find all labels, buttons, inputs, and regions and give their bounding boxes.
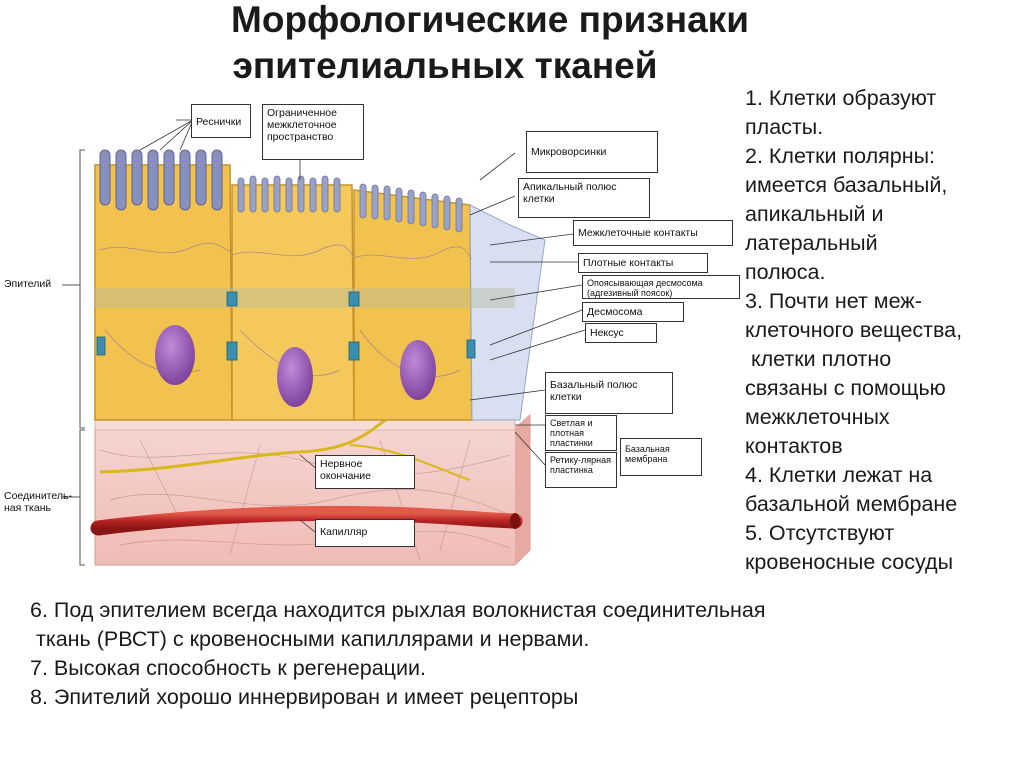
basement-membrane [94,419,516,431]
side-list-line: имеется базальный, [745,173,948,197]
side-list-line: базальной мембране [745,492,958,516]
label-belt-desmosome: Опоясывающая десмосома (адгезивный поясо… [582,275,740,299]
side-list-line: 5. Отсутствуют [745,521,895,545]
side-list-line: латеральный [745,231,878,255]
page-title: Морфологические признаки [231,0,749,40]
label-apical-pole: Апикальный полюс клетки [518,178,650,218]
microvilli [237,175,463,233]
cell-partial [469,204,546,421]
junctions [96,291,476,361]
side-list-line: межклеточных [745,405,890,429]
label-connective-tissue: Соединитель-ная ткань [0,488,72,522]
label-intercellular-contacts: Межклеточные контакты [573,220,733,246]
side-list-line: 3. Почти нет меж- [745,289,922,313]
side-list-line: клеточного вещества, [745,318,963,342]
label-cilia: Реснички [191,104,251,138]
brackets [62,149,85,566]
bottom-list: 6. Под эпителием всегда находится рыхлая… [30,596,1020,712]
cilia [99,149,223,211]
side-list-line: связаны с помощью [745,376,946,400]
nucleus-2 [277,347,313,407]
bottom-list-line: 6. Под эпителием всегда находится рыхлая… [30,598,766,622]
side-list: 1. Клетки образуют пласты. 2. Клетки пол… [745,84,1023,577]
label-basal-pole: Базальный полюс клетки [545,372,673,414]
bottom-list-line: 8. Эпителий хорошо иннервирован и имеет … [30,685,579,709]
connective-tissue [94,413,531,566]
connective-tissue-side [515,415,530,565]
side-list-line: контактов [745,434,843,458]
side-list-line: 4. Клетки лежат на [745,463,933,487]
label-desmosome: Десмосома [582,302,684,322]
label-lamina-lucida: Светлая и плотная пластинки [545,415,617,451]
side-list-line: клетки плотно [745,347,892,371]
label-capillary: Капилляр [315,519,415,547]
label-nexus: Нексус [585,323,657,343]
side-list-line: 1. Клетки образуют [745,86,937,110]
label-tight-junctions: Плотные контакты [578,253,708,273]
label-microvilli: Микроворсинки [526,131,658,173]
label-nerve-ending: Нервное окончание [315,455,415,489]
side-list-line: пласты. [745,115,824,139]
label-limited-space: Ограниченное межклеточное пространство [262,104,364,160]
bottom-list-line: ткань (РВСТ) с кровеносными капиллярами … [30,627,590,651]
leader-lines [139,119,586,533]
side-list-line: кровеносные сосуды [745,550,954,574]
nucleus-1 [155,325,195,385]
side-list-line: полюса. [745,260,826,284]
side-list-line: апикальный и [745,202,884,226]
page-title-line2: эпителиальных тканей [232,45,658,86]
label-basement-membrane: Базальная мембрана [620,438,702,476]
bottom-list-line: 7. Высокая способность к регенерации. [30,656,426,680]
label-lamina-reticularis: Ретику-лярная пластинка [545,452,617,488]
capillary [90,505,523,536]
nucleus-3 [400,340,436,400]
side-list-line: 2. Клетки полярны: [745,144,936,168]
label-epithelium: Эпителий [0,274,62,296]
